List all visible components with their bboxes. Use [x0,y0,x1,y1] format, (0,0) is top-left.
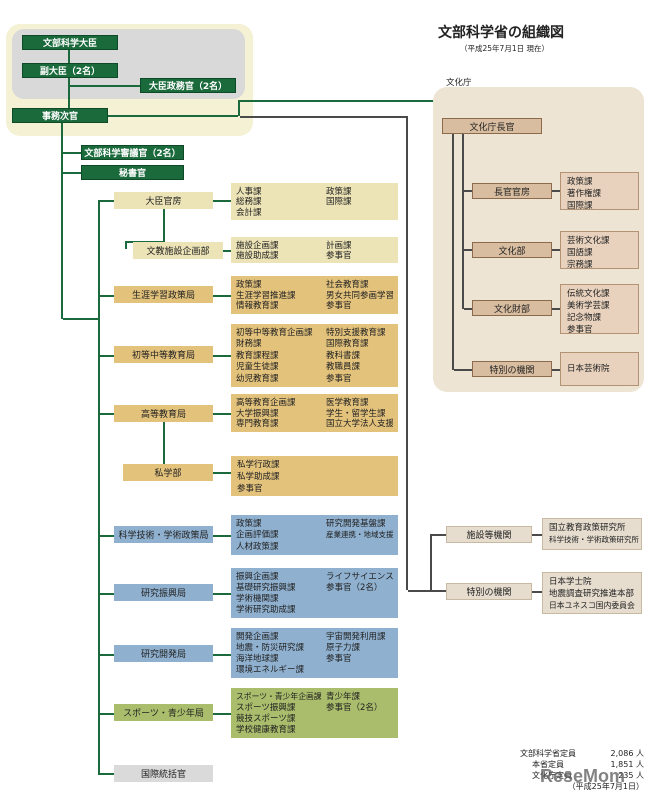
bunka-divisions-chokan: 政策課著作権課国際課 [560,172,639,211]
ext-shisetsu-kikan: 施設等機関 [446,526,532,543]
bureau-kagaku-gijutsu: 科学技術・学術政策局 [114,526,213,543]
secretary-box: 秘書官 [81,165,184,180]
vice-minister-box: 副大臣（2名） [22,63,118,78]
divisions-bunkyo-shisetsu: 施設企画課計画課 施設助成課参事官 [231,237,398,263]
minister-box: 文部科学大臣 [22,35,118,50]
bureau-kenkyu-kaihatsu: 研究開発局 [114,645,213,662]
divisions-sports-seishonen: スポーツ・青少年企画課青少年課 スポーツ振興課参事官（2名） 競技スポーツ課 学… [231,688,398,738]
ext-tokubetsu-divisions: 日本学士院地震調査研究推進本部日本ユネスコ国内委員会 [542,572,642,614]
bureau-sports-seishonen: スポーツ・青少年局 [114,704,213,721]
vice-minister-admin-box: 事務次官 [12,108,108,123]
footer-label: 文部科学省定員 [520,749,576,758]
staff-summary: 文部科学省定員 2,086 人 本省定員 1,851 人 文化庁定員 235 人 （平… [520,748,644,792]
bureau-kokusai-tokatsu: 国際統括官 [114,765,213,782]
bureau-kenkyu-shinko: 研究振興局 [114,584,213,601]
footer-date: （平成25年7月1日） [567,782,644,791]
bunka-unit-bunkazai: 文化財部 [472,300,552,316]
bunka-divisions-tokubetsu: 日本芸術院 [560,352,639,386]
parl-secretary-box: 大臣政務官（2名） [140,78,236,93]
bunka-divisions-bunka: 芸術文化課国語課宗務課 [560,231,639,270]
bunka-commissioner: 文化庁長官 [442,118,542,134]
bunka-divisions-bunkazai: 伝統文化課美術学芸課記念物課参事官 [560,284,639,335]
ext-shisetsu-divisions: 国立教育政策研究所科学技術・学術政策研究所 [542,518,642,550]
bureau-daijin-kanbo: 大臣官房 [114,192,213,209]
date-note: （平成25年7月1日 現在） [460,44,549,53]
divisions-kenkyu-kaihatsu: 開発企画課宇宙開発利用課 地震・防災研究課原子力課 海洋地球課参事官 環境エネル… [231,628,398,678]
deliberation-box: 文部科学審議官（2名） [81,145,184,160]
bureau-shoto-chuto: 初等中等教育局 [114,346,213,363]
bunka-unit-tokubetsu: 特別の機関 [472,361,552,377]
bunka-unit-chokan: 長官官房 [472,183,552,199]
footer-value: 235 人 [618,771,644,780]
bureau-bunkyo-shisetsu: 文教施設企画部 [133,242,223,259]
divisions-shoto-chuto: 初等中等教育企画課特別支援教育課 財務課国際教育課 教育課程課教科書課 児童生徒… [231,324,398,387]
ext-tokubetsu-kikan: 特別の機関 [446,583,532,600]
chart-title: 文部科学省の組織図 [438,25,564,41]
footer-value: 2,086 人 [610,749,644,758]
footer-label: 本省定員 [532,760,564,769]
bureau-shigaku: 私学部 [123,464,213,481]
bureau-koto-kyoiku: 高等教育局 [114,405,213,422]
footer-value: 1,851 人 [610,760,644,769]
divisions-shigaku: 私学行政課私学助成課 参事官 [231,456,398,496]
bureau-shogai-gakushu: 生涯学習政策局 [114,286,213,303]
bunka-agency-label: 文化庁 [446,78,472,88]
divisions-daijin-kanbo: 人事課政策課 総務課国際課 会計課 [231,183,398,220]
watermark-logo: ReseMom [540,766,626,786]
footer-label: 文化庁定員 [532,771,572,780]
bunka-unit-bunka: 文化部 [472,242,552,258]
